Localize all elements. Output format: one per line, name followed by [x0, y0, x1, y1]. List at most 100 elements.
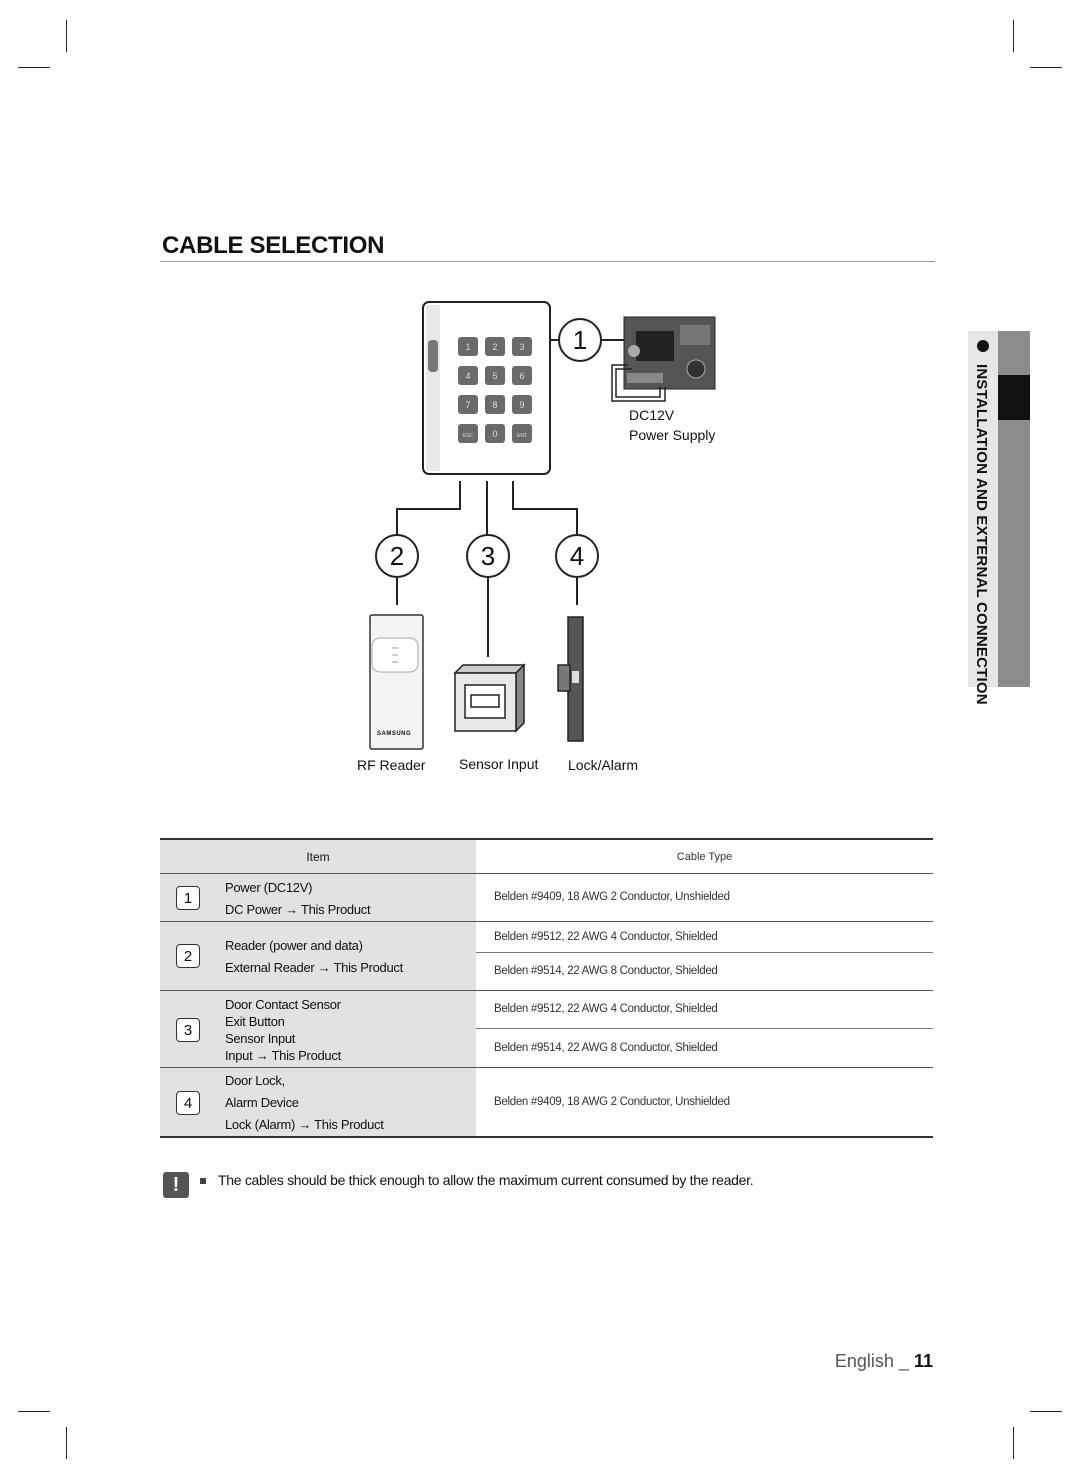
callout-number: 3 — [481, 541, 495, 571]
item-cell — [160, 874, 476, 921]
item-line: Door Lock, — [225, 1073, 285, 1088]
keypad-key-label: 0 — [492, 429, 497, 439]
crop-mark — [1030, 67, 1062, 68]
cable-subdivider — [476, 1028, 933, 1029]
keypad-key — [485, 424, 505, 443]
keypad-key-label: 2 — [492, 342, 497, 352]
row-number-badge: 2 — [176, 944, 200, 968]
item-line: Lock (Alarm) → This Product — [225, 1117, 384, 1132]
item-cell — [160, 991, 476, 1067]
item-cell — [160, 1068, 476, 1136]
lock-strike-image — [557, 616, 584, 742]
header-cable-type: Cable Type — [676, 850, 733, 863]
crop-mark — [66, 20, 67, 52]
rf-reader-image — [369, 614, 424, 750]
keypad-key-label: 5 — [492, 371, 497, 381]
header-item: Item — [160, 840, 476, 873]
rf-reader-brand: SAMSUNG — [377, 731, 412, 737]
keypad-key — [458, 424, 478, 443]
item-line: Exit Button — [225, 1014, 285, 1029]
keypad-key-label: 9 — [519, 400, 524, 410]
item-line: Sensor Input — [225, 1031, 296, 1046]
table-bottom-border — [160, 1136, 933, 1138]
footer-language: English _ — [834, 1351, 909, 1371]
keypad-key — [458, 337, 478, 356]
wires — [396, 481, 578, 657]
callout-number: 2 — [390, 541, 404, 571]
crop-mark — [1013, 1427, 1014, 1459]
callout-number: 4 — [570, 541, 584, 571]
keypad-key — [512, 366, 532, 385]
keypad-key-label: ESC — [463, 433, 474, 439]
keypad-key — [512, 337, 532, 356]
keypad-key-label: 8 — [492, 400, 497, 410]
keypad-key — [512, 424, 532, 443]
note-text: The cables should be thick enough to all… — [218, 1172, 754, 1188]
keypad-key-label: 3 — [519, 342, 524, 352]
header-divider — [160, 873, 933, 874]
keypad-key-label: 6 — [519, 371, 524, 381]
lock-alarm-label: Lock/Alarm — [568, 757, 639, 773]
caution-icon: ! — [163, 1172, 189, 1198]
side-tab-label: INSTALLATION AND EXTERNAL CONNECTION — [973, 364, 990, 705]
item-line: Reader (power and data) — [225, 938, 363, 953]
keypad-key — [485, 337, 505, 356]
row-divider — [160, 921, 933, 922]
keypad-key — [458, 395, 478, 414]
callout-circle — [555, 534, 599, 578]
bullet-dot-icon — [977, 340, 989, 352]
side-tab-marker — [998, 375, 1030, 420]
keypad-key — [485, 366, 505, 385]
callout-circle — [375, 534, 419, 578]
keypad-key — [512, 395, 532, 414]
callout-circle — [558, 318, 602, 362]
item-line: External Reader → This Product — [225, 960, 403, 975]
keypad-key-label: 7 — [465, 400, 470, 410]
sensor-input-label: Sensor Input — [459, 756, 539, 772]
table-top-border — [160, 838, 933, 840]
power-supply-label-1: DC12V — [629, 407, 675, 423]
crop-mark — [18, 1411, 50, 1412]
cable-type-cell: Belden #9514, 22 AWG 8 Conductor, Shield… — [494, 965, 718, 977]
rf-reader-label: RF Reader — [357, 757, 426, 773]
keypad-key-label: 4 — [465, 371, 470, 381]
page-number: 11 — [913, 1351, 933, 1371]
row-number-badge: 3 — [176, 1018, 200, 1042]
note-bullet — [200, 1178, 206, 1184]
item-line: Alarm Device — [225, 1095, 299, 1110]
page-title: CABLE SELECTION — [162, 232, 385, 259]
callout-circle — [466, 534, 510, 578]
item-line: DC Power → This Product — [225, 902, 371, 917]
cable-type-cell: Belden #9409, 18 AWG 2 Conductor, Unshie… — [494, 891, 730, 903]
callout-number: 1 — [573, 325, 587, 355]
item-line: Door Contact Sensor — [225, 997, 341, 1012]
item-line: Power (DC12V) — [225, 880, 313, 895]
crop-mark — [1030, 1411, 1062, 1412]
cable-type-cell: Belden #9409, 18 AWG 2 Conductor, Unshie… — [494, 1096, 730, 1108]
row-divider — [160, 990, 933, 991]
crop-mark — [1013, 20, 1014, 52]
item-cell — [160, 922, 476, 990]
page-footer: English _ 11 — [835, 1351, 933, 1372]
cable-type-cell: Belden #9514, 22 AWG 8 Conductor, Shield… — [494, 1042, 718, 1054]
keypad-key — [458, 366, 478, 385]
crop-mark — [18, 67, 50, 68]
title-divider — [160, 261, 935, 262]
cable-type-cell: Belden #9512, 22 AWG 4 Conductor, Shield… — [494, 931, 718, 943]
cable-type-cell: Belden #9512, 22 AWG 4 Conductor, Shield… — [494, 1003, 718, 1015]
cable-subdivider — [476, 952, 933, 953]
row-divider — [160, 1067, 933, 1068]
sensor-box-image — [453, 663, 526, 733]
row-number-badge: 1 — [176, 886, 200, 910]
keypad-key-label: 1 — [465, 342, 470, 352]
keypad-key — [485, 395, 505, 414]
item-line: Input → This Product — [225, 1048, 341, 1063]
keypad-key-label: ENT — [517, 433, 527, 439]
row-number-badge: 4 — [176, 1091, 200, 1115]
crop-mark — [66, 1427, 67, 1459]
power-supply-label-2: Power Supply — [629, 427, 716, 443]
power-supply-board-image — [600, 316, 716, 402]
